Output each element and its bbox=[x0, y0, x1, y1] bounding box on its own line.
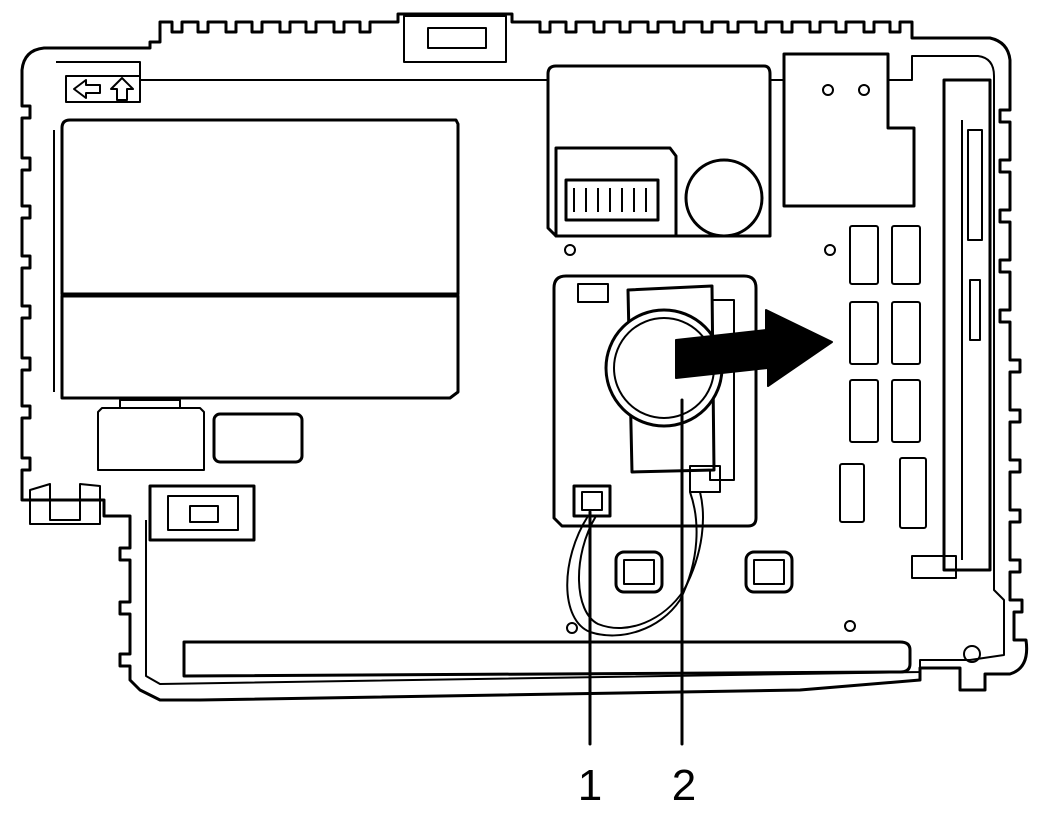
latch-left-inner bbox=[167, 495, 239, 531]
label-plate-lower bbox=[60, 294, 460, 400]
vent-slot bbox=[839, 463, 865, 523]
rail-slot-2 bbox=[969, 279, 981, 341]
round-connector bbox=[684, 158, 764, 238]
bracket-left-tabs bbox=[119, 399, 181, 408]
pcb-hole-1 bbox=[822, 84, 834, 96]
screw-hole-lower-left bbox=[566, 622, 578, 634]
screw-hole-right bbox=[824, 244, 836, 256]
board-connector bbox=[689, 465, 721, 493]
vent-slot bbox=[899, 457, 927, 529]
bottom-rail bbox=[182, 640, 912, 678]
vent-slot bbox=[849, 301, 879, 365]
orientation-arrow-panel bbox=[65, 75, 141, 103]
latch-left-knob bbox=[189, 505, 219, 523]
vent-slot bbox=[849, 379, 879, 443]
lower-clip-left-inner bbox=[623, 559, 655, 585]
small-pad bbox=[212, 412, 304, 464]
battery-wire-2 bbox=[578, 491, 704, 629]
battery-connector bbox=[572, 484, 612, 518]
vent-slot bbox=[891, 301, 921, 365]
rail-foot bbox=[911, 555, 957, 579]
callout-1-label: 1 bbox=[578, 761, 602, 810]
lower-clip-right-inner bbox=[753, 559, 785, 585]
side-clip-left bbox=[29, 483, 101, 525]
lower-clip-right bbox=[744, 550, 794, 594]
pcb-top-right bbox=[782, 52, 916, 208]
screw-hole-top bbox=[564, 244, 576, 256]
lower-clip-left bbox=[614, 550, 664, 594]
arrow-up-icon bbox=[110, 77, 134, 101]
vent-slot bbox=[849, 225, 879, 285]
pcb-hole-2 bbox=[858, 84, 870, 96]
vent-slot bbox=[891, 379, 921, 443]
right-side-rail bbox=[942, 78, 992, 572]
arrow-left-icon bbox=[73, 79, 101, 99]
terminal-pins bbox=[573, 188, 647, 212]
top-connector-inner bbox=[427, 27, 487, 49]
label-plate-upper bbox=[60, 118, 460, 296]
screw-hole-lower-right bbox=[844, 620, 856, 632]
vent-slot bbox=[891, 225, 921, 285]
battery-connector-inner bbox=[581, 491, 603, 511]
corner-latch bbox=[963, 645, 981, 663]
vent-slot-grid bbox=[839, 225, 927, 529]
housing-inner-rim bbox=[56, 55, 1005, 685]
battery-wire-1 bbox=[566, 491, 698, 637]
terminal-block bbox=[564, 178, 660, 222]
latch-left bbox=[148, 484, 256, 542]
callout-2-label: 2 bbox=[672, 761, 696, 810]
rail-slot-1 bbox=[967, 129, 983, 241]
bracket-left bbox=[97, 407, 205, 471]
top-connector-slot bbox=[403, 15, 507, 63]
compartment-notch bbox=[577, 283, 609, 303]
arrow-right-icon bbox=[675, 309, 833, 387]
